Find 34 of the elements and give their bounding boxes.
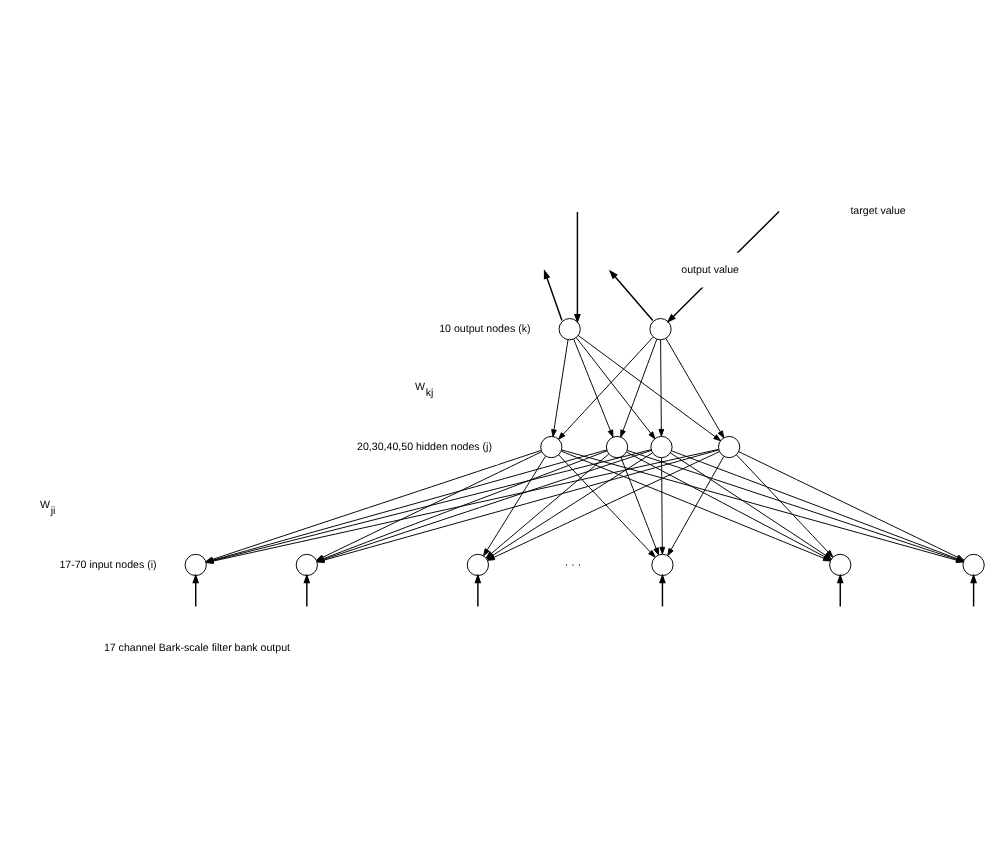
node-circle xyxy=(540,435,563,459)
node-circle xyxy=(650,435,673,459)
arrow xyxy=(577,335,721,442)
arrow xyxy=(836,573,844,608)
arrow xyxy=(573,338,614,438)
arrow xyxy=(608,269,654,322)
arrow xyxy=(474,573,482,608)
arrow xyxy=(303,573,311,608)
arrow xyxy=(575,337,656,440)
node-circle xyxy=(829,553,852,577)
node-circle xyxy=(651,553,674,577)
node-circle xyxy=(184,553,207,577)
arrow xyxy=(558,336,654,440)
arrow xyxy=(620,456,660,556)
arrow xyxy=(558,454,656,558)
node-circle xyxy=(295,553,318,577)
arrow xyxy=(970,573,977,608)
node-circle xyxy=(605,435,629,459)
arrow xyxy=(658,339,665,437)
node-circle xyxy=(962,553,985,577)
node-circle xyxy=(466,553,489,577)
arrow xyxy=(551,339,569,437)
arrow xyxy=(659,457,666,555)
arrow xyxy=(192,573,200,608)
arrow xyxy=(620,338,658,438)
arrow xyxy=(659,573,666,608)
node-circle xyxy=(649,318,672,341)
arrow xyxy=(574,211,581,324)
node-circle xyxy=(718,435,741,459)
arrow xyxy=(667,456,725,556)
node-circle xyxy=(558,318,581,341)
arrow xyxy=(735,454,834,558)
arrow xyxy=(543,269,563,322)
arrow xyxy=(665,337,725,439)
